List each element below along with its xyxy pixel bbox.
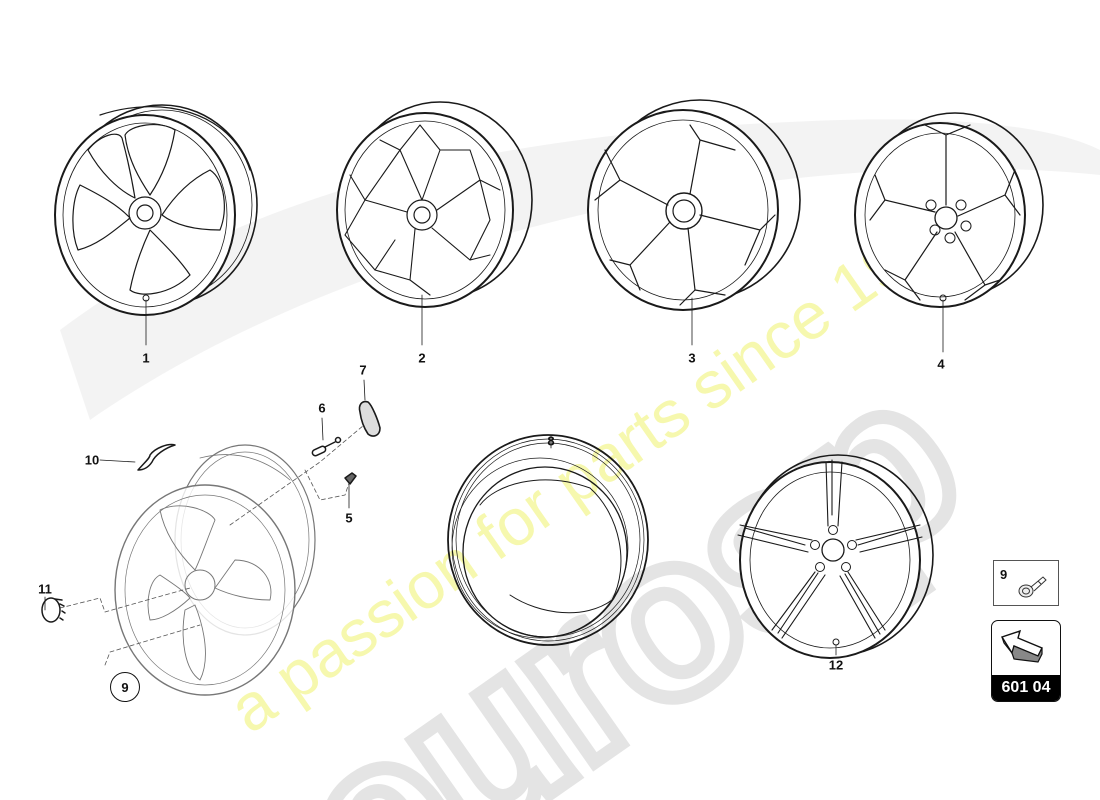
- wheel-12-drawing[interactable]: [737, 454, 934, 659]
- callout-4[interactable]: 4: [937, 356, 945, 372]
- wheel-1-drawing[interactable]: [54, 104, 258, 346]
- exploded-wheel-drawing[interactable]: [114, 444, 316, 696]
- part-10-balance-weight[interactable]: [99, 443, 176, 471]
- bolt-inset-label: 9: [1000, 567, 1008, 582]
- arrow-direction-icon: [1000, 629, 1043, 663]
- callout-9-circled[interactable]: 9: [110, 672, 140, 702]
- part-11-centre-cap[interactable]: [41, 596, 66, 623]
- callout-5[interactable]: 5: [345, 510, 353, 526]
- part-7-pressure-sensor[interactable]: [358, 379, 381, 437]
- part-5-valve[interactable]: [344, 472, 357, 509]
- reference-code: 601 04: [992, 675, 1060, 701]
- callout-11[interactable]: 11: [38, 581, 52, 597]
- callout-12[interactable]: 12: [828, 657, 844, 673]
- callout-3[interactable]: 3: [688, 350, 696, 366]
- page-reference-box[interactable]: 601 04: [991, 620, 1061, 702]
- wheel-3-drawing[interactable]: [587, 99, 801, 346]
- tyre-8-drawing[interactable]: [447, 434, 649, 646]
- wheel-bolt-icon: [1018, 576, 1047, 598]
- assembly-lines: [59, 419, 371, 666]
- wheel-4-drawing[interactable]: [854, 112, 1044, 353]
- callout-1[interactable]: 1: [142, 350, 150, 366]
- part-6-valve-stem[interactable]: [311, 417, 342, 457]
- callout-2[interactable]: 2: [418, 350, 426, 366]
- callout-6[interactable]: 6: [318, 400, 326, 416]
- wheel-2-drawing[interactable]: [336, 101, 533, 346]
- callout-7[interactable]: 7: [359, 362, 367, 378]
- bolt-inset-box[interactable]: 9: [993, 560, 1059, 606]
- callout-10[interactable]: 10: [84, 452, 100, 468]
- callout-8[interactable]: 8: [547, 433, 555, 449]
- callout-9-label: 9: [121, 679, 129, 695]
